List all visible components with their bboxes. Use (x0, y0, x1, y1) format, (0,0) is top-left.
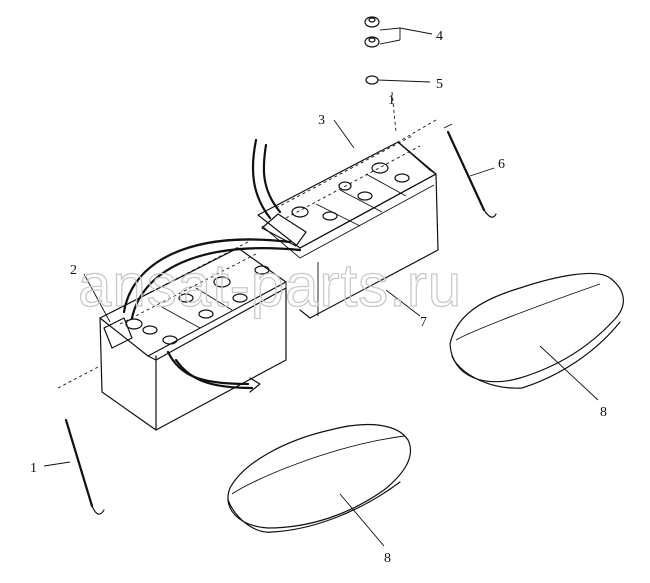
callout-7: 7 (420, 315, 427, 330)
callout-1-bottom: 1 (30, 461, 37, 476)
hold-down-rods (57, 119, 497, 515)
callout-1-top: 1 (388, 93, 395, 108)
battery-pad-right (449, 272, 624, 389)
callout-5: 5 (436, 77, 443, 92)
battery-pad-left (227, 423, 412, 533)
leader-lines (43, 27, 599, 547)
watermark-text: ansat-parts.ru (78, 252, 462, 319)
battery-rear (257, 135, 439, 319)
callout-3: 3 (318, 113, 325, 128)
hardware-nuts (364, 16, 397, 133)
callout-2: 2 (70, 263, 77, 278)
callout-8-bottom: 8 (384, 551, 391, 566)
callout-8-right: 8 (600, 405, 607, 420)
callout-4: 4 (436, 29, 443, 44)
callout-6: 6 (498, 157, 505, 172)
cables (122, 138, 302, 393)
